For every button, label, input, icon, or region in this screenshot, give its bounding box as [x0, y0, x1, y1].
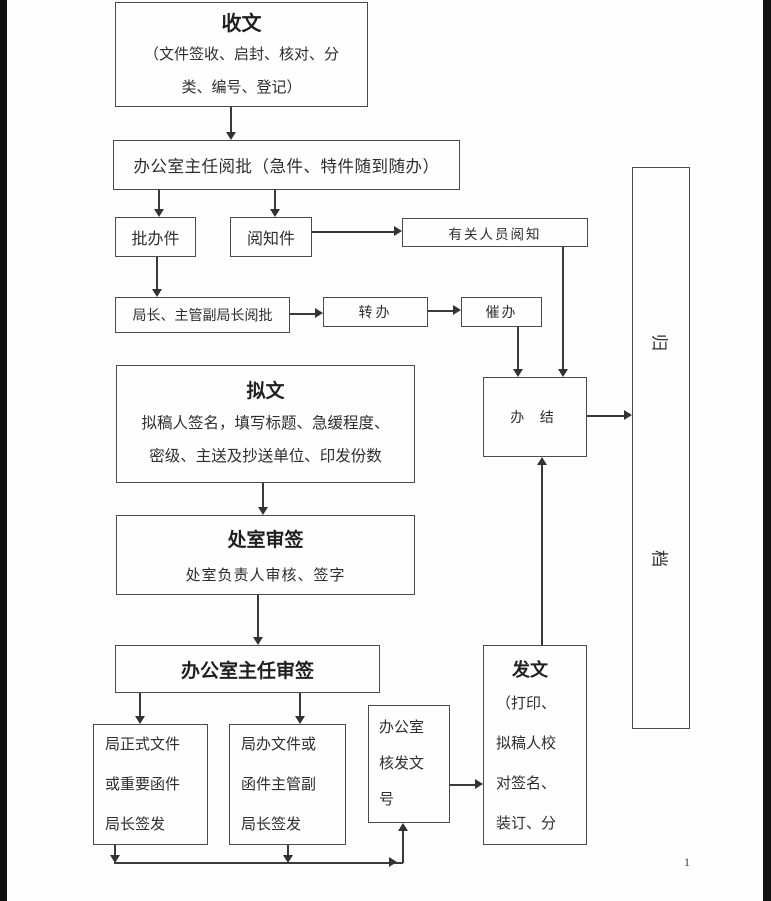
right-edge-bar	[763, 0, 771, 901]
node-receive: 收文 （文件签收、启封、核对、分 类、编号、登记）	[115, 2, 368, 107]
arrow-transfer-to-urge-head	[453, 305, 461, 315]
page-number: 1	[684, 855, 690, 869]
arrow-urge-to-conclude-head	[513, 369, 523, 377]
node-dispatch-title: 发文	[512, 660, 548, 680]
node-director-review: 办公室主任阅批（急件、特件随到随办）	[113, 140, 460, 190]
arrow-staff-to-conclude-head	[558, 369, 568, 377]
node-office-sign: 处室审签 处室负责人审核、签字	[116, 515, 415, 595]
node-transfer-label: 转办	[358, 306, 393, 321]
arrow-review-to-approval-head	[154, 209, 164, 217]
node-urge-label: 催办	[485, 306, 518, 321]
arrow-directorsign-to-bureau-head	[295, 716, 305, 724]
arrow-bureau-to-busline	[287, 845, 289, 856]
node-director-review-label: 办公室主任阅批（急件、特件随到随办）	[133, 157, 440, 176]
node-official-issue-body: 局正式文件 或重要函件 局长签发	[105, 736, 181, 833]
node-receive-body: （文件签收、启封、核对、分 类、编号、登记）	[143, 46, 339, 96]
arrow-dispatch-to-conclude-line	[541, 463, 543, 645]
arrow-conclude-to-archive-line	[587, 415, 625, 417]
node-reading-item: 阅知件	[230, 217, 312, 257]
node-receive-title: 收文	[221, 12, 262, 35]
node-official-issue: 局正式文件 或重要函件 局长签发	[93, 724, 208, 845]
node-director-sign-title: 办公室主任审签	[180, 660, 314, 682]
node-urge: 催办	[461, 297, 542, 327]
arrow-approval-to-chief-head	[152, 289, 162, 297]
bottom-bus-line-head	[389, 857, 397, 867]
arrow-conclude-to-archive-head	[624, 410, 632, 420]
left-edge-bar	[0, 0, 7, 901]
arrow-draft-to-officesign-head	[258, 507, 268, 515]
node-draft: 拟文 拟稿人签名，填写标题、急缓程度、 密级、主送及抄送单位、印发份数	[116, 365, 415, 483]
arrow-chief-to-transfer-line	[290, 313, 316, 315]
node-transfer: 转办	[323, 297, 428, 327]
node-archive-char2: 档	[649, 550, 669, 567]
node-dispatch: 发文 （打印、 拟稿人校 对签名、 装订、分	[483, 645, 587, 845]
arrow-docnumber-to-dispatch-head	[475, 779, 483, 789]
arrow-official-to-busline	[114, 845, 116, 856]
arrow-chief-to-transfer-head	[315, 308, 323, 318]
node-bureau-issue-body: 局办文件或 函件主管副 局长签发	[241, 736, 317, 833]
arrow-directorsign-to-bureau-line	[299, 693, 301, 717]
arrow-busline-to-docnumber-head	[398, 823, 408, 831]
arrow-receive-to-review-line	[230, 107, 232, 133]
arrow-official-to-busline-head	[110, 855, 120, 863]
node-doc-number: 办公室 核发文 号	[368, 705, 450, 823]
node-doc-number-body: 办公室 核发文 号	[379, 720, 425, 808]
arrow-busline-to-docnumber-line	[402, 829, 404, 863]
node-draft-body: 拟稿人签名，填写标题、急缓程度、 密级、主送及抄送单位、印发份数	[141, 414, 390, 465]
node-conclude: 办 结	[483, 377, 587, 457]
node-office-sign-body: 处室负责人审核、签字	[185, 568, 346, 584]
arrow-bureau-to-busline-head	[283, 855, 293, 863]
node-archive-char1: 归	[649, 334, 669, 351]
arrow-reading-to-staff-line	[312, 231, 395, 233]
arrow-transfer-to-urge-line	[428, 310, 454, 312]
arrow-urge-to-conclude-line	[517, 327, 519, 370]
arrow-staff-to-conclude-line	[562, 247, 564, 370]
arrow-directorsign-to-official-head	[135, 716, 145, 724]
node-approval-item-label: 批办件	[131, 231, 180, 248]
node-related-staff-label: 有关人员阅知	[448, 226, 542, 242]
node-dispatch-body: （打印、 拟稿人校 对签名、 装订、分	[496, 696, 557, 832]
arrow-officesign-to-directorsign-head	[253, 637, 263, 645]
node-office-sign-title: 处室审签	[227, 530, 304, 551]
node-archive: 归 档	[632, 167, 690, 729]
node-draft-title: 拟文	[246, 380, 285, 402]
bottom-bus-line	[114, 862, 403, 864]
arrow-draft-to-officesign-line	[262, 483, 264, 508]
node-bureau-chief-review: 局长、主管副局长阅批	[115, 297, 290, 333]
arrow-dispatch-to-conclude-head	[537, 457, 547, 465]
arrow-officesign-to-directorsign-line	[257, 595, 259, 638]
node-approval-item: 批办件	[115, 217, 196, 257]
arrow-receive-to-review-head	[226, 132, 236, 140]
node-conclude-label: 办 结	[510, 411, 560, 426]
node-related-staff: 有关人员阅知	[402, 218, 588, 247]
arrow-directorsign-to-official-line	[139, 693, 141, 717]
node-reading-item-label: 阅知件	[246, 231, 295, 248]
arrow-reading-to-staff-head	[394, 226, 402, 236]
arrow-review-to-approval-line	[158, 190, 160, 210]
arrow-approval-to-chief-line	[156, 257, 158, 290]
node-bureau-issue: 局办文件或 函件主管副 局长签发	[229, 724, 346, 845]
node-bureau-chief-review-label: 局长、主管副局长阅批	[132, 309, 273, 324]
arrow-review-to-reading-head	[270, 209, 280, 217]
node-director-sign: 办公室主任审签	[115, 645, 380, 693]
arrow-review-to-reading-line	[274, 190, 276, 210]
arrow-docnumber-to-dispatch-line	[450, 784, 476, 786]
